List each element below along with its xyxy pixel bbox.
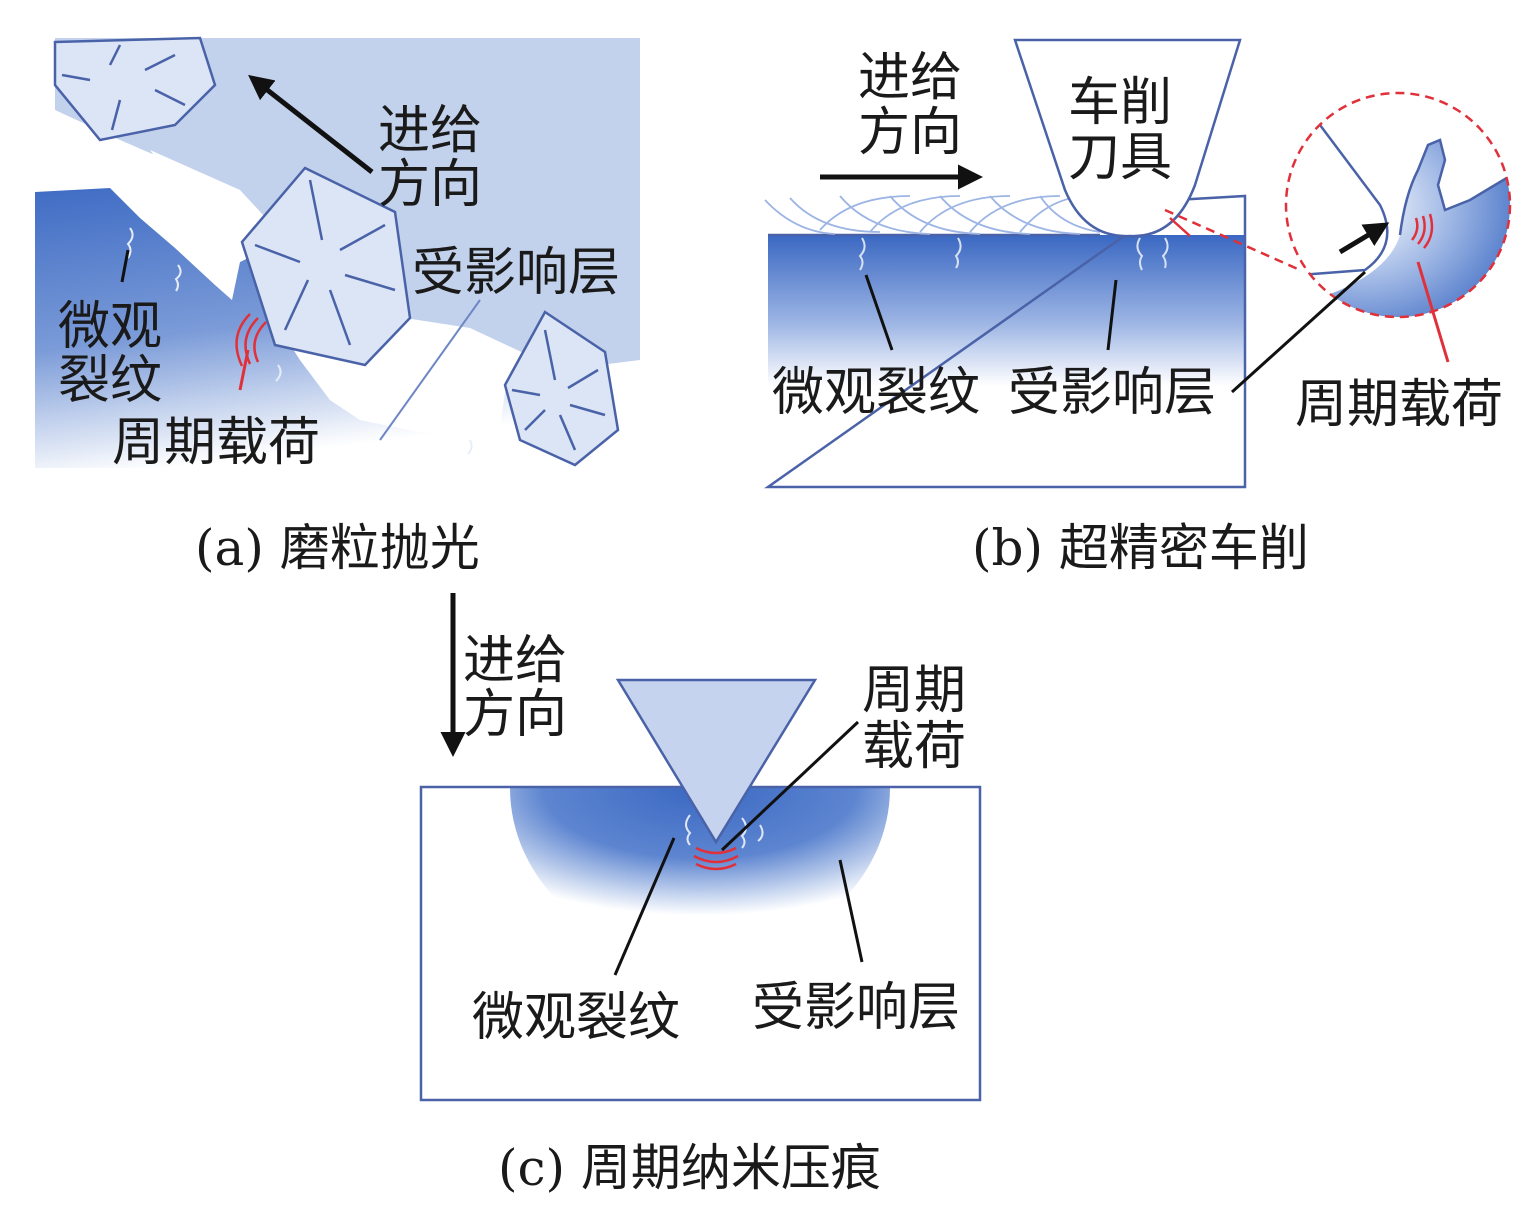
feed-direction-label-a: 方向 <box>378 155 482 215</box>
affected-layer-label-a: 受影响层 <box>412 243 620 303</box>
zoom-callout-line <box>1164 208 1301 272</box>
feed-direction-label-b: 方向 <box>858 103 962 163</box>
cyclic-load-label-a: 周期载荷 <box>112 413 320 473</box>
tool-label: 车削 <box>1068 73 1172 133</box>
microcrack-lines-b <box>858 237 1169 271</box>
microcrack-label-a: 裂纹 <box>58 351 162 411</box>
cyclic-load-arcs-a <box>235 313 267 367</box>
feed-direction-label-a: 进给 <box>378 101 482 161</box>
leader-microcrack-a <box>120 249 130 283</box>
workpiece-material-a <box>35 188 585 468</box>
panel-a: 进给 方向 微观 裂纹 受影响层 周期载荷 (a) 磨粒抛光 <box>35 36 640 577</box>
feed-arrow-a <box>248 74 374 174</box>
panel-c: 进给 方向 周期 载荷 微观裂纹 受影响层 (c) 周期纳米压痕 <box>419 593 982 1197</box>
leader-microcrack-b <box>864 274 894 351</box>
microcrack-lines-c <box>685 814 764 849</box>
feed-direction-label-c: 进给 <box>463 631 567 691</box>
microcrack-label-b: 微观裂纹 <box>772 363 980 423</box>
microcrack-label-a: 微观 <box>58 297 162 357</box>
leader-microcrack-c <box>613 837 676 976</box>
affected-layer-label-c: 受影响层 <box>752 978 960 1038</box>
microcrack-label-c: 微观裂纹 <box>472 988 680 1048</box>
panel-b: 进给 方向 车削 刀具 微观裂纹 受影响层 周期载荷 (b) 超精密车削 <box>764 38 1512 577</box>
affected-zone-c <box>510 788 890 958</box>
cyclic-load-label-c: 周期 <box>862 661 966 721</box>
zoom-marker <box>1169 217 1191 237</box>
abrasive-grain <box>503 310 620 467</box>
abrasive-grain <box>53 36 217 142</box>
leader-affected-c <box>838 859 864 963</box>
leader-cyclic-b <box>1416 261 1450 363</box>
cyclic-load-label-c: 载荷 <box>862 717 966 777</box>
leader-affected-a <box>379 299 481 441</box>
feed-direction-label-b: 进给 <box>858 48 962 108</box>
tool-marks <box>764 195 1101 235</box>
indenter <box>615 678 818 845</box>
cyclic-load-arcs-c <box>693 846 739 871</box>
microcrack-lines-a <box>126 227 473 455</box>
caption-c: (c) 周期纳米压痕 <box>498 1139 881 1197</box>
workpiece-outline-b <box>764 194 1247 489</box>
feed-direction-label-c: 方向 <box>463 685 567 745</box>
caption-b: (b) 超精密车削 <box>972 519 1309 577</box>
contact-gap <box>150 150 505 440</box>
workpiece-material-b <box>768 235 1245 487</box>
zoom-circle <box>1284 91 1512 319</box>
leader-cyclic-a <box>238 349 250 391</box>
cyclic-load-label-b: 周期载荷 <box>1295 375 1503 435</box>
leader-zoom-b <box>1230 270 1367 394</box>
turning-tool <box>1013 38 1242 238</box>
zoom-feed-arrow <box>1338 222 1390 255</box>
tool-label: 刀具 <box>1068 128 1172 188</box>
abrasive-grain <box>240 166 412 367</box>
caption-a: (a) 磨粒抛光 <box>195 519 480 577</box>
affected-layer-label-b: 受影响层 <box>1008 363 1216 423</box>
leader-affected-b <box>1106 279 1118 351</box>
leader-cyclic-c <box>720 720 860 852</box>
zoom-detail <box>1286 93 1510 317</box>
